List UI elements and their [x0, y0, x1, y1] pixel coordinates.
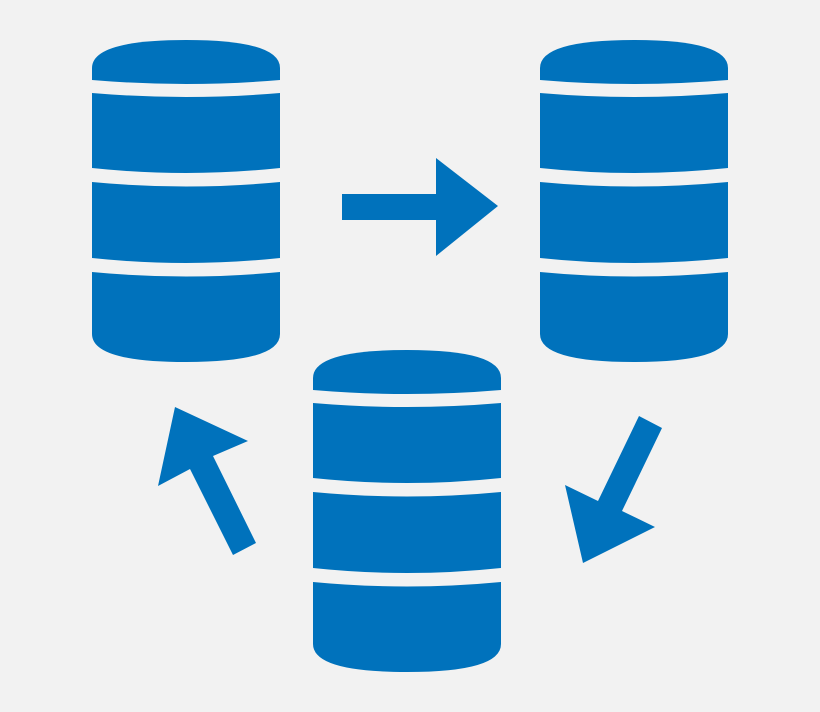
database-icon-bottom-center — [313, 350, 501, 672]
database-bottom-segment — [313, 582, 501, 672]
arrow-right-icon — [342, 158, 498, 256]
database-upper-segment — [92, 93, 280, 173]
database-middle-segment — [540, 182, 728, 263]
database-bottom-segment — [92, 272, 280, 362]
database-icon-top-right — [540, 40, 728, 362]
database-upper-segment — [540, 93, 728, 173]
database-top-segment — [540, 40, 728, 84]
database-top-segment — [92, 40, 280, 84]
arrow-down-left-icon — [565, 416, 662, 563]
database-top-segment — [313, 350, 501, 394]
database-middle-segment — [313, 492, 501, 573]
database-upper-segment — [313, 403, 501, 483]
arrow-up-left-icon — [158, 407, 256, 555]
database-icon-top-left — [92, 40, 280, 362]
database-bottom-segment — [540, 272, 728, 362]
database-middle-segment — [92, 182, 280, 263]
